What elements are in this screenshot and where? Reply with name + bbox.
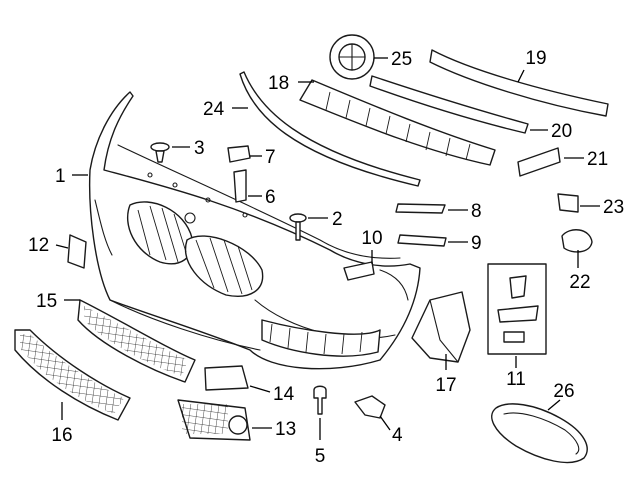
callout-24: 24 bbox=[203, 99, 225, 120]
callout-5: 5 bbox=[315, 446, 326, 467]
callout-15: 15 bbox=[36, 291, 57, 312]
callout-6: 6 bbox=[265, 187, 276, 208]
leader-14 bbox=[249, 385, 271, 393]
grille-part-16 bbox=[14, 329, 131, 421]
emblem-part-25 bbox=[329, 34, 375, 80]
leader-lines bbox=[55, 57, 600, 440]
cover-part-10 bbox=[343, 261, 375, 281]
callout-26: 26 bbox=[553, 381, 574, 402]
bracket-part-14 bbox=[204, 365, 249, 391]
strip-part-8 bbox=[395, 203, 446, 214]
bracket-part-7 bbox=[227, 145, 251, 163]
absorber-part-18 bbox=[299, 79, 496, 166]
callout-19: 19 bbox=[525, 48, 546, 69]
callout-16: 16 bbox=[51, 425, 72, 446]
callout-25: 25 bbox=[391, 49, 412, 70]
callout-3: 3 bbox=[194, 138, 205, 159]
callout-13: 13 bbox=[275, 419, 296, 440]
reinforcement-part-19 bbox=[429, 49, 609, 117]
leader-4 bbox=[379, 415, 391, 431]
callout-10: 10 bbox=[361, 228, 382, 249]
callout-1: 1 bbox=[55, 166, 66, 187]
screw-part-2 bbox=[289, 213, 307, 241]
leader-19 bbox=[517, 69, 525, 83]
callout-18: 18 bbox=[268, 73, 289, 94]
support-bar-part-20 bbox=[369, 75, 529, 134]
kit-part-11 bbox=[487, 263, 547, 355]
callout-12: 12 bbox=[28, 235, 49, 256]
callout-21: 21 bbox=[587, 149, 608, 170]
callout-23: 23 bbox=[603, 197, 624, 218]
callout-9: 9 bbox=[471, 233, 482, 254]
sensor-part-22 bbox=[561, 229, 593, 253]
duct-part-17 bbox=[411, 291, 471, 363]
leader-26 bbox=[547, 399, 561, 411]
callout-2: 2 bbox=[332, 209, 343, 230]
fog-grille-part-13 bbox=[177, 399, 251, 441]
leader-12 bbox=[55, 244, 69, 249]
trim-part-26 bbox=[491, 403, 588, 464]
callout-8: 8 bbox=[471, 201, 482, 222]
callout-7: 7 bbox=[265, 147, 276, 168]
molding-part-24 bbox=[239, 71, 421, 187]
callout-20: 20 bbox=[551, 121, 572, 142]
support-part-6 bbox=[233, 169, 247, 203]
grille-part-15 bbox=[77, 299, 196, 383]
bolt-part-5 bbox=[313, 385, 327, 415]
strip-part-9 bbox=[397, 234, 447, 247]
callout-22: 22 bbox=[569, 272, 590, 293]
reflector-part-12 bbox=[67, 234, 87, 269]
bracket-part-4 bbox=[354, 395, 386, 419]
callout-17: 17 bbox=[435, 375, 456, 396]
callout-11: 11 bbox=[506, 369, 526, 390]
callout-4: 4 bbox=[392, 425, 403, 446]
clip-part-3 bbox=[150, 142, 170, 163]
callout-14: 14 bbox=[273, 384, 295, 405]
callout-labels: 1 2 3 4 5 6 7 8 9 10 11 12 13 14 15 16 1… bbox=[28, 48, 624, 467]
bumper-cover bbox=[88, 91, 421, 370]
bracket-part-23 bbox=[557, 193, 579, 213]
bracket-part-21 bbox=[517, 147, 561, 177]
